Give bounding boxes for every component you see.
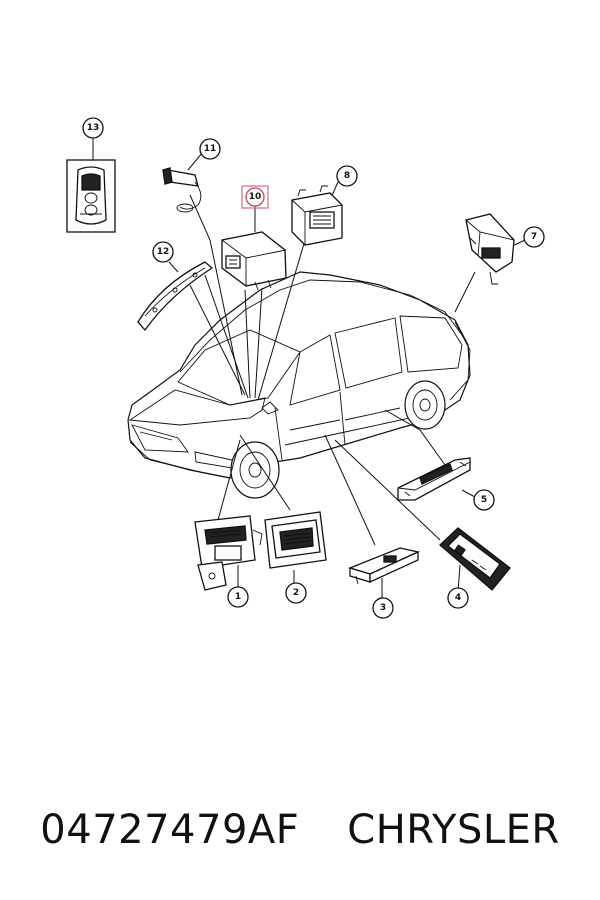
callout-8: 8 (336, 165, 358, 187)
callout-11: 11 (199, 138, 221, 160)
callout-7: 7 (523, 226, 545, 248)
part-11-sensor (162, 167, 202, 213)
part-4-module (439, 527, 511, 591)
part-7-module (465, 213, 515, 285)
svg-text:4: 4 (455, 593, 461, 603)
footer-caption: 04727479AF CHRYSLER (0, 790, 600, 870)
part-10-module (221, 231, 287, 291)
svg-text:1: 1 (235, 592, 241, 602)
callout-13: 13 (82, 117, 104, 139)
parts-diagram: 13 11 10 8 7 12 5 1 2 3 4 (66, 117, 545, 619)
part-number: 04727479AF (40, 807, 300, 853)
callout-3: 3 (372, 597, 394, 619)
svg-text:2: 2 (293, 588, 299, 598)
part-8-module (291, 185, 343, 246)
callout-4: 4 (447, 587, 469, 609)
callout-12: 12 (152, 241, 174, 263)
callout-5: 5 (473, 489, 495, 511)
part-3-module (348, 547, 421, 585)
svg-text:11: 11 (204, 144, 217, 154)
svg-text:3: 3 (380, 603, 386, 613)
svg-text:13: 13 (87, 123, 100, 133)
callout-2: 2 (285, 582, 307, 604)
minivan-illustration (127, 271, 471, 499)
part-1-controller (194, 515, 263, 591)
brand-name: CHRYSLER (347, 807, 560, 853)
part-12-trim-strip (137, 261, 214, 332)
callout-10: 10 (241, 185, 269, 209)
part-2-controller (264, 511, 327, 569)
svg-text:7: 7 (531, 232, 537, 242)
svg-text:8: 8 (344, 171, 350, 181)
svg-text:10: 10 (249, 192, 262, 202)
callout-1: 1 (227, 586, 249, 608)
svg-text:12: 12 (157, 247, 170, 257)
part-13-key-fob (66, 159, 116, 233)
leader-lines (92, 138, 526, 600)
svg-text:5: 5 (481, 495, 487, 505)
part-5-module (397, 457, 471, 501)
